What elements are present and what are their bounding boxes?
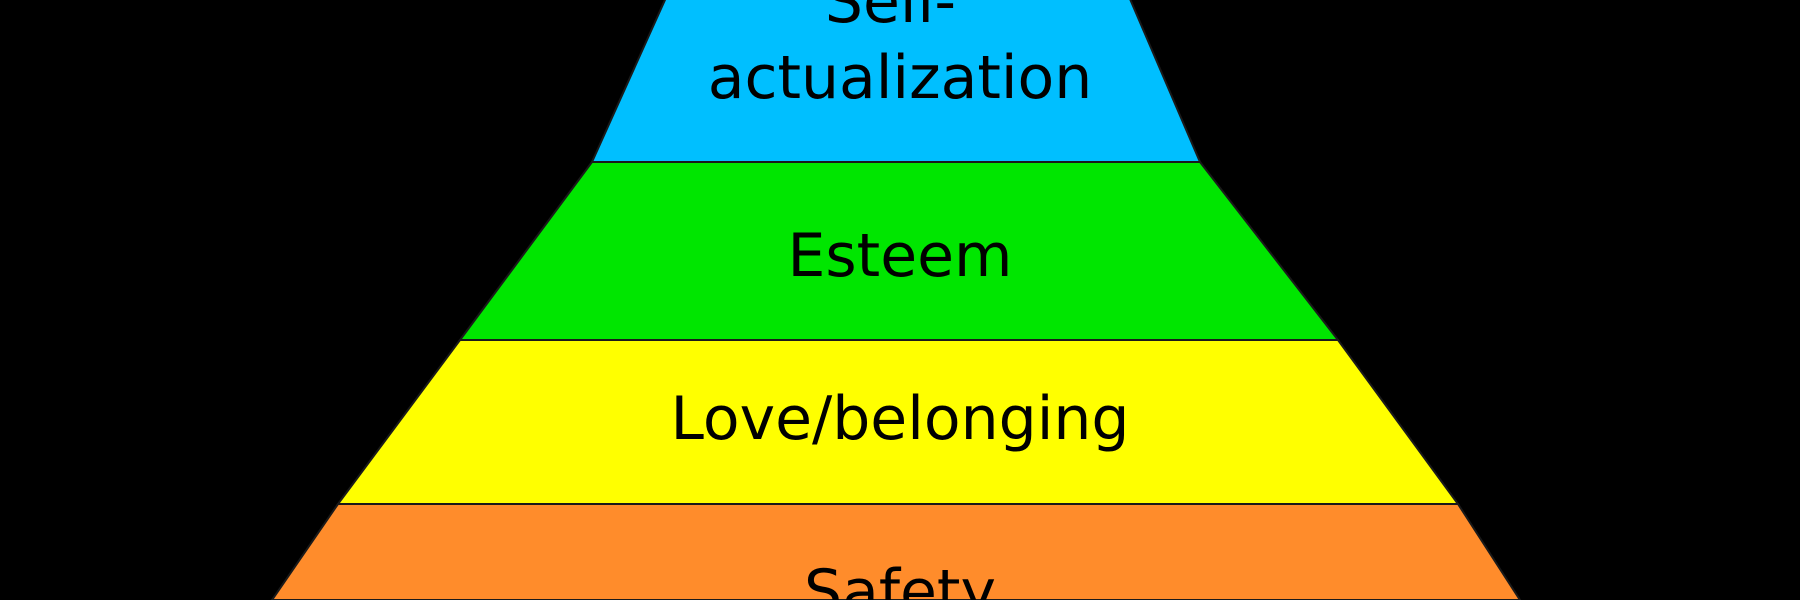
tier-label-line: Self- [825, 0, 956, 37]
tier-label-line: Esteem [788, 221, 1013, 291]
tier-label-safety: Safety [804, 557, 996, 600]
tier-label-self-actualization: Self- actualization [708, 0, 1093, 113]
tier-shape-safety [270, 503, 1522, 600]
tier-label-esteem: Esteem [788, 221, 1013, 291]
tier-label-love-belonging: Love/belonging [671, 384, 1130, 454]
tier-self-actualization: Self- actualization [590, 0, 1202, 163]
tier-esteem: Esteem [458, 161, 1341, 341]
tier-safety: Safety [270, 503, 1522, 600]
tier-love-belonging: Love/belonging [336, 339, 1460, 505]
tier-label-line: actualization [708, 43, 1093, 113]
tier-label-line: Safety [804, 557, 996, 600]
tier-label-line: Love/belonging [671, 384, 1130, 454]
